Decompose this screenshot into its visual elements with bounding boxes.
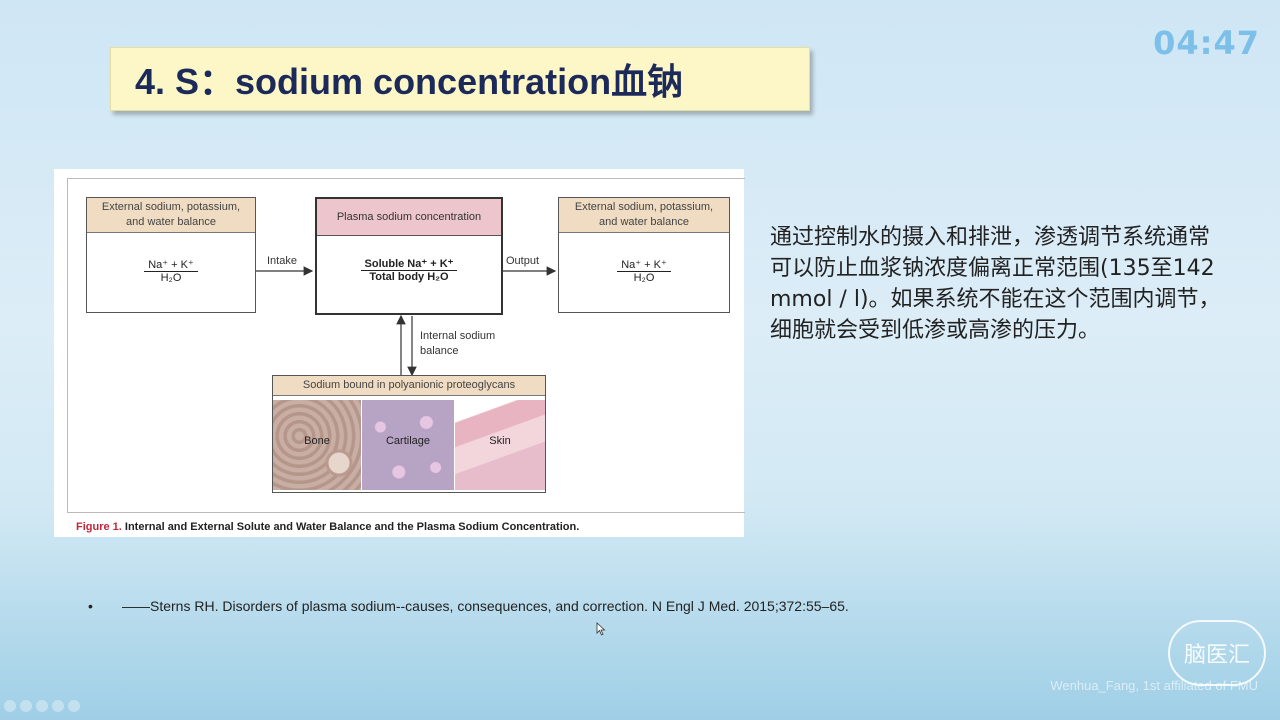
player-control-icon[interactable]: [52, 700, 64, 712]
reference-bullet: •: [88, 598, 93, 614]
fraction-denominator: Total body H₂O: [369, 271, 449, 283]
tissue-label: Cartilage: [385, 435, 431, 447]
brand-logo: 脑医汇: [1168, 620, 1266, 686]
label-line: balance: [420, 345, 459, 357]
fraction: Na⁺ + K⁺ H₂O: [87, 258, 255, 284]
fraction-numerator: Na⁺ + K⁺: [144, 258, 198, 272]
slide-body-text: 通过控制水的摄入和排泄，渗透调节系统通常可以防止血浆钠浓度偏离正常范围(135至…: [770, 225, 1221, 343]
tissue-cartilage-image: Cartilage: [362, 400, 454, 490]
box-header-line: External sodium, potassium,: [101, 201, 241, 213]
tissue-bone-image: Bone: [273, 400, 361, 490]
player-control-icon[interactable]: [20, 700, 32, 712]
box-header-line: and water balance: [126, 216, 216, 228]
internal-balance-label: Internal sodium balance: [420, 329, 495, 359]
tissue-skin-image: Skin: [455, 400, 545, 490]
player-control-icon[interactable]: [68, 700, 80, 712]
flow-arrows: [256, 266, 557, 377]
slide-title-box: 4. S：sodium concentration血钠: [110, 47, 810, 111]
figure-frame: External sodium, potassium, and water ba…: [67, 178, 745, 513]
tissue-label: Bone: [304, 435, 330, 447]
external-balance-box-right: External sodium, potassium, and water ba…: [558, 197, 730, 313]
figure-image: External sodium, potassium, and water ba…: [54, 169, 745, 537]
fraction-numerator: Soluble Na⁺ + K⁺: [360, 257, 458, 271]
player-control-icon[interactable]: [36, 700, 48, 712]
box-header: Sodium bound in polyanionic proteoglycan…: [273, 376, 545, 396]
box-header-line: and water balance: [599, 216, 689, 228]
figure-caption-text: Internal and External Solute and Water B…: [124, 521, 580, 533]
box-header: External sodium, potassium, and water ba…: [559, 198, 729, 233]
intake-label: Intake: [267, 255, 297, 267]
figure-caption-number: Figure 1.: [76, 521, 122, 533]
fraction: Soluble Na⁺ + K⁺ Total body H₂O: [317, 257, 501, 283]
tissue-label: Skin: [489, 435, 511, 447]
fraction-numerator: Na⁺ + K⁺: [617, 258, 671, 272]
logo-text: 脑医汇: [1183, 643, 1250, 668]
label-line: Internal sodium: [420, 330, 496, 342]
author-watermark: Wenhua_Fang, 1st affiliated of FMU: [1050, 678, 1258, 693]
plasma-sodium-box: Plasma sodium concentration Soluble Na⁺ …: [315, 197, 503, 315]
fraction: Na⁺ + K⁺ H₂O: [559, 258, 729, 284]
countdown-timer: 04:47: [1153, 24, 1260, 62]
external-balance-box-left: External sodium, potassium, and water ba…: [86, 197, 256, 313]
player-control-icon[interactable]: [4, 700, 16, 712]
mouse-cursor-icon: [596, 622, 606, 636]
fraction-denominator: H₂O: [633, 272, 655, 284]
box-header-line: External sodium, potassium,: [574, 201, 714, 213]
proteoglycan-box: Sodium bound in polyanionic proteoglycan…: [272, 375, 546, 493]
box-header: Plasma sodium concentration: [317, 199, 501, 236]
reference-line: • ——Sterns RH. Disorders of plasma sodium…: [88, 598, 849, 614]
reference-text: ——Sterns RH. Disorders of plasma sodium-…: [122, 598, 849, 614]
fraction-denominator: H₂O: [160, 272, 182, 284]
slide-title: 4. S：sodium concentration血钠: [135, 61, 684, 102]
output-label: Output: [506, 255, 540, 267]
box-header: External sodium, potassium, and water ba…: [87, 198, 255, 233]
figure-caption: Figure 1. Internal and External Solute a…: [76, 521, 579, 533]
player-controls[interactable]: [4, 700, 80, 712]
